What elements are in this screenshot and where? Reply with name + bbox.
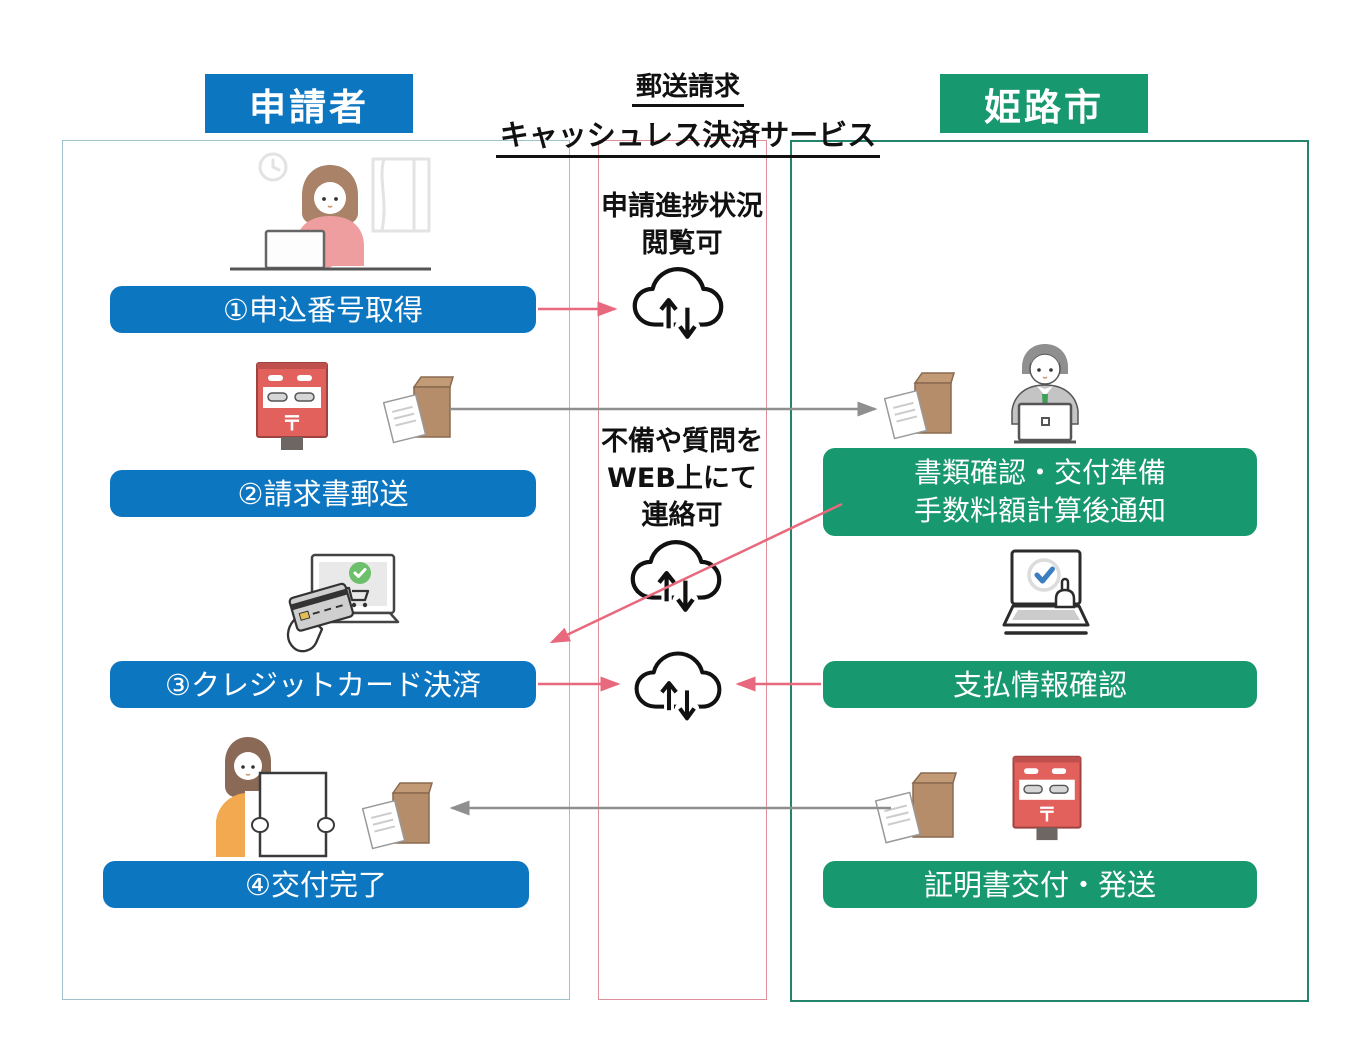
postal-mark: 〒 — [1037, 803, 1056, 826]
postbox-icon: 〒 — [1012, 755, 1082, 841]
city-clerk-icon — [1011, 344, 1079, 444]
step4-label: ④交付完了 — [245, 867, 387, 902]
step2-button: ②請求書郵送 — [110, 470, 536, 517]
title-line1: 郵送請求 — [631, 66, 744, 107]
city-header: 姫路市 — [940, 74, 1148, 133]
step3-button: ③クレジットカード決済 — [110, 661, 536, 708]
step1-button: ①申込番号取得 — [110, 286, 536, 333]
mail-package-icon — [383, 376, 455, 444]
contact-note-line2: WEB上にて — [607, 463, 757, 494]
issue-ship-label: 証明書交付・発送 — [923, 867, 1156, 902]
cloud-sync-icon — [630, 539, 722, 615]
title-line2: キャッシュレス決済サービス — [495, 112, 881, 158]
step4-button: ④交付完了 — [103, 861, 529, 908]
review-button: 書類確認・交付準備 手数料額計算後通知 — [823, 448, 1257, 536]
certificate-received-icon — [216, 737, 335, 858]
city-header-label: 姫路市 — [984, 85, 1104, 129]
applicant-at-laptop-icon — [230, 152, 431, 271]
step2-label: ②請求書郵送 — [237, 476, 409, 511]
received-package-icon — [884, 372, 956, 440]
contact-note-line3: 連絡可 — [641, 500, 723, 531]
delivered-package-icon — [362, 782, 434, 850]
outgoing-package-icon — [874, 772, 958, 844]
cloud-sync-icon — [634, 651, 722, 723]
issue-ship-button: 証明書交付・発送 — [823, 861, 1257, 908]
progress-note-line2: 閲覧可 — [641, 228, 723, 259]
payment-check-button: 支払情報確認 — [823, 661, 1257, 708]
applicant-header-label: 申請者 — [249, 85, 369, 129]
diagram-title: 郵送請求 キャッシュレス決済サービス — [458, 66, 918, 158]
contact-note-line1: 不備や質問を — [601, 426, 763, 457]
progress-note-line1: 申請進捗状況 — [601, 191, 763, 222]
contact-note: 不備や質問を WEB上にて 連絡可 — [578, 423, 786, 534]
postbox-icon: 〒 — [256, 362, 328, 450]
progress-note: 申請進捗状況 閲覧可 — [578, 188, 786, 262]
review-label-line1: 書類確認・交付準備 — [913, 456, 1166, 489]
applicant-header: 申請者 — [205, 74, 413, 133]
review-label-line2: 手数料額計算後通知 — [913, 494, 1166, 527]
payment-confirm-laptop-icon — [1002, 549, 1090, 635]
payment-check-label: 支払情報確認 — [952, 667, 1127, 702]
step3-label: ③クレジットカード決済 — [165, 667, 481, 702]
cloud-sync-icon — [632, 266, 724, 342]
step1-label: ①申込番号取得 — [223, 292, 423, 327]
postal-mark: 〒 — [282, 411, 302, 435]
credit-card-payment-icon — [286, 553, 400, 653]
